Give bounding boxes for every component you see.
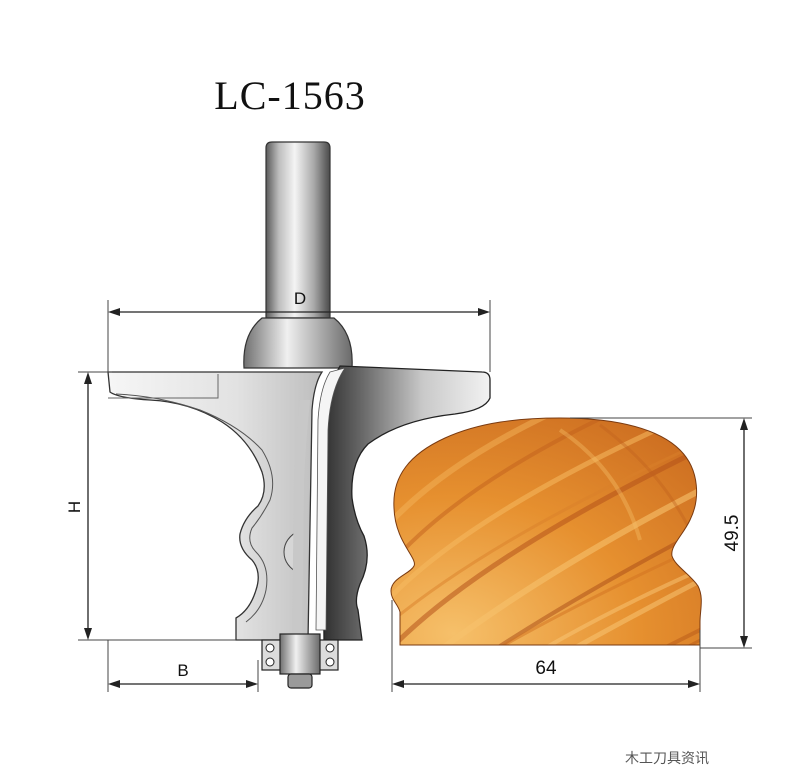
dimension-h: H — [65, 371, 236, 641]
wood-profile — [390, 417, 702, 646]
dimension-width: 64 — [391, 600, 701, 692]
dimension-b-label: B — [177, 661, 188, 680]
dimension-h-label: H — [65, 501, 84, 513]
shank-collar — [243, 317, 353, 369]
dimension-height: 49.5 — [570, 417, 752, 649]
wood-grain — [391, 418, 702, 645]
shank — [265, 141, 331, 319]
blade-shadow — [292, 400, 310, 636]
dimension-height-label: 49.5 — [722, 515, 743, 552]
blade-inner-ridge — [108, 374, 219, 399]
body-highlight — [315, 367, 346, 631]
carbide-blade — [107, 371, 324, 641]
dimension-width-label: 64 — [535, 658, 557, 679]
bearing — [261, 633, 339, 689]
dimension-b: B — [107, 640, 259, 692]
router-bit — [107, 141, 491, 689]
blade-profile-edge — [115, 393, 274, 623]
watermark: 木工刀具资讯 — [625, 751, 709, 765]
cutter-body — [321, 365, 491, 641]
dimension-d: D — [107, 289, 491, 372]
dimension-d-label: D — [294, 289, 306, 308]
product-code-title: LC-1563 — [214, 73, 366, 118]
